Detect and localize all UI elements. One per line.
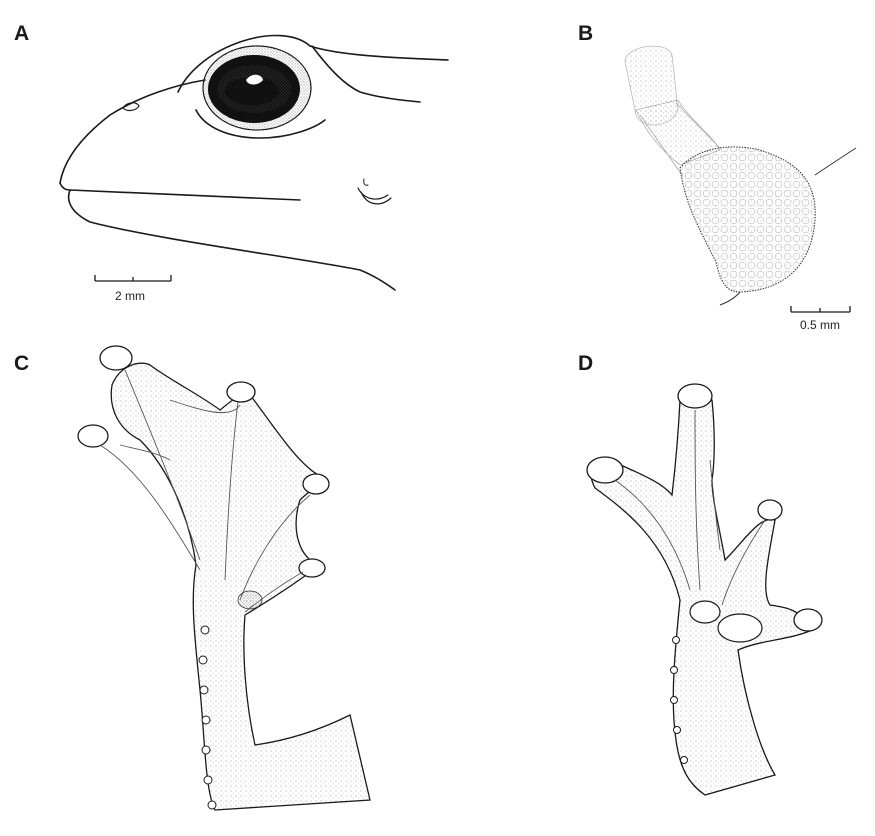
scale-bar-label-a: 2 mm <box>115 289 145 303</box>
scale-bar-a <box>94 275 172 282</box>
panel-label-a: A <box>14 22 30 45</box>
panel-label-b: B <box>578 22 594 45</box>
hand-drawing-alt <box>586 383 823 796</box>
panel-label-d: D <box>578 352 594 375</box>
finger-disc-drawing <box>624 45 857 306</box>
hand-drawing <box>77 345 371 811</box>
scale-bar-label-b: 0.5 mm <box>800 318 841 332</box>
panel-label-c: C <box>14 352 30 375</box>
scale-bar-b <box>790 306 851 313</box>
head-profile-drawing <box>59 34 449 291</box>
eye-drawing <box>202 45 312 131</box>
